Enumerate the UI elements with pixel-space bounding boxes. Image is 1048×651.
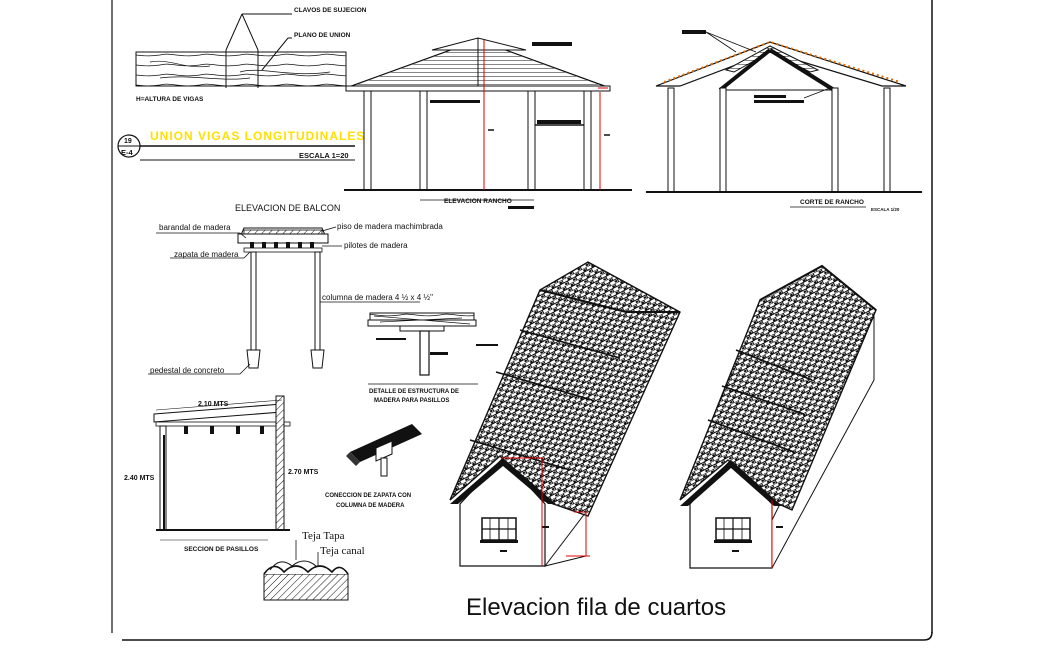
union-title: UNION VIGAS LONGITUDINALES [150,129,365,143]
escala-label: ESCALA 1=20 [299,151,349,160]
zapata-label: zapata de madera [174,250,239,259]
altura-label: H=ALTURA DE VIGAS [136,96,204,103]
pasillos-structure-detail [367,312,498,385]
teja-detail [263,540,349,601]
pilotes-label: pilotes de madera [344,241,408,250]
house-elevation-1 [449,261,681,567]
pedestal-label: pedestal de concreto [150,366,225,375]
corte-rancho-label: CORTE DE RANCHO [800,199,864,206]
clavos-label: CLAVOS DE SUJECION [294,7,367,14]
conexion-label-1: CONECCION DE ZAPATA CON [325,493,411,499]
piso-label: piso de madera machimbrada [337,222,443,231]
house-elevation-2 [679,264,877,569]
detail-callout [117,134,355,161]
balcon-title: ELEVACION DE BALCON [235,203,340,213]
teja-tapa-label: Teja Tapa [302,530,345,542]
barandal-label: barandal de madera [159,223,231,232]
dim-top-label: 2.10 MTS [198,401,229,408]
sheet-frame [111,0,933,641]
rancho-elevation [344,37,632,209]
detail-sheet: E-4 [121,148,134,157]
zapata-connection-detail [346,424,422,477]
pasillos-section [153,395,291,541]
seccion-pasillos-label: SECCION DE PASILLOS [184,546,259,553]
plano-label: PLANO DE UNION [294,32,351,39]
union-vigas-detail [135,13,347,88]
columna-label: columna de madera 4 ½ x 4 ½" [322,293,433,302]
detalle-estructura-1: DETALLE DE ESTRUCTURA DE [369,389,459,395]
page-title: Elevacion fila de cuartos [466,594,726,621]
corte-escala-label: ESCALA 1/20 [871,207,900,212]
balcon-drawing [148,226,420,375]
dim-left-label: 2.40 MTS [124,475,155,482]
elev-rancho-label: ELEVACION RANCHO [444,198,512,205]
detail-number: 19 [124,138,132,145]
detalle-estructura-2: MADERA PARA PASILLOS [374,398,449,404]
rancho-section [646,30,922,208]
dim-right-label: 2.70 MTS [288,469,319,476]
conexion-label-2: COLUMNA DE MADERA [336,503,405,509]
teja-canal-label: Teja canal [320,545,365,557]
